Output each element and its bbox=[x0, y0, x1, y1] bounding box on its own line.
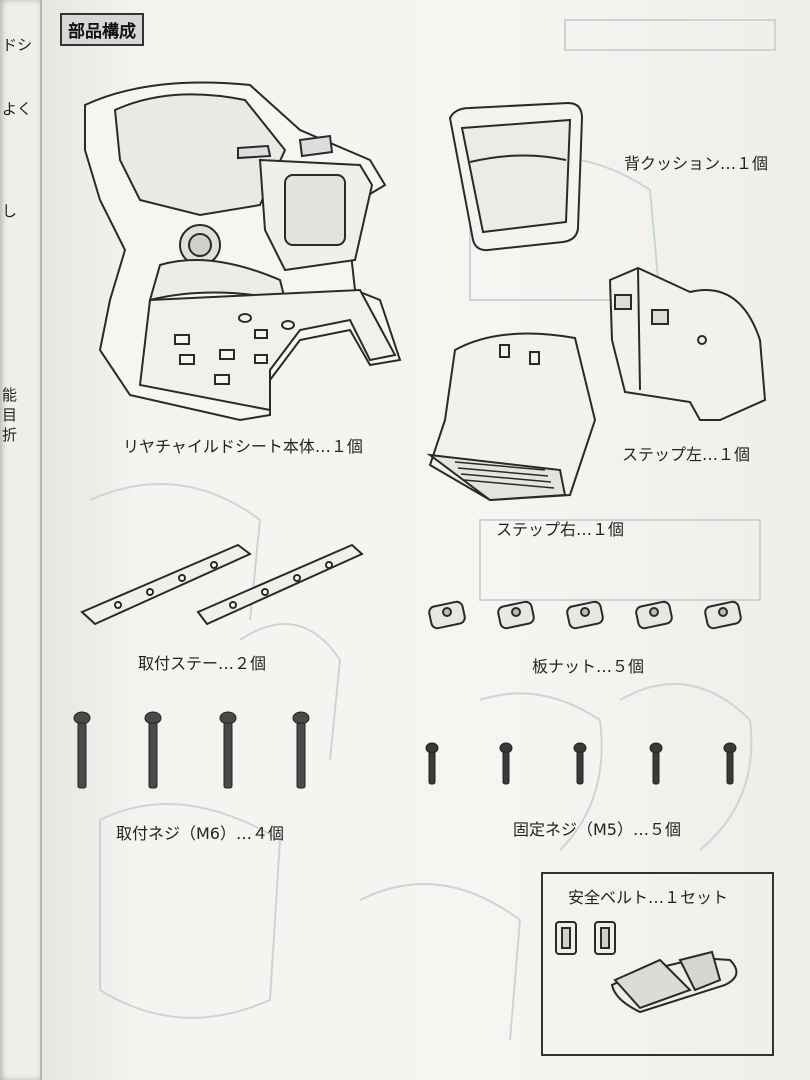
safety-belt-box bbox=[541, 872, 774, 1056]
seat-body-illustration bbox=[84, 81, 402, 422]
adjacent-page-edge: ドシ よく し 能 目 折 bbox=[0, 0, 42, 1080]
safety-belt-illustration bbox=[555, 921, 738, 1014]
adjacent-page-text: 折 bbox=[2, 426, 18, 444]
plate-nut-illustration bbox=[428, 600, 742, 630]
back-cushion-illustration bbox=[448, 101, 584, 252]
step-right-illustration bbox=[426, 332, 597, 502]
label-safety-belt: 安全ベルト…１セット bbox=[568, 888, 729, 907]
mount-screw-illustration bbox=[73, 711, 310, 789]
adjacent-page-text: 目 bbox=[2, 406, 18, 424]
adjacent-page-text: し bbox=[2, 202, 18, 220]
label-step-left: ステップ左…１個 bbox=[622, 445, 751, 464]
mount-stay-illustration bbox=[80, 543, 364, 626]
adjacent-page-text: 能 bbox=[2, 386, 18, 404]
step-left-illustration bbox=[608, 266, 767, 421]
label-fix-screw: 固定ネジ（M5）…５個 bbox=[513, 820, 681, 839]
label-step-right: ステップ右…１個 bbox=[496, 520, 625, 539]
section-title: 部品構成 bbox=[60, 13, 144, 46]
label-mount-stay: 取付ステー…２個 bbox=[138, 654, 267, 673]
adjacent-page-text: ドシ bbox=[2, 36, 33, 54]
label-mount-screw: 取付ネジ（M6）…４個 bbox=[116, 824, 284, 843]
label-back-cushion: 背クッション…１個 bbox=[624, 154, 769, 173]
adjacent-page-text: よく bbox=[2, 100, 33, 118]
label-plate-nut: 板ナット…５個 bbox=[532, 657, 645, 676]
fix-screw-illustration bbox=[425, 742, 737, 785]
label-seat-body: リヤチャイルドシート本体…１個 bbox=[123, 437, 363, 456]
